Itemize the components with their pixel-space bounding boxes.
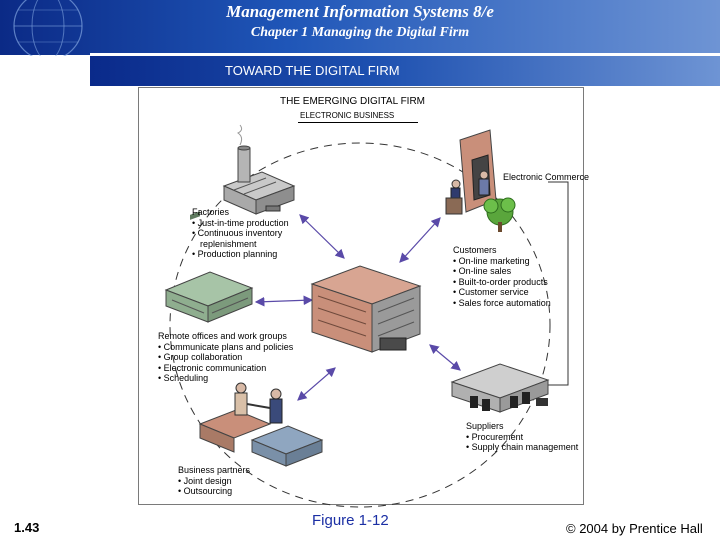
storefront-figure (445, 129, 516, 232)
customers-item: • Customer service (453, 287, 529, 298)
factories-heading: Factories (192, 207, 230, 217)
remote-offices-item: • Communicate plans and policies (158, 341, 294, 352)
headquarters-building (310, 265, 422, 353)
figure-caption: Figure 1-12 (312, 512, 389, 529)
link-remote-offices (254, 295, 314, 307)
suppliers-item: • Supply chain management (466, 442, 579, 453)
subtitle-underline (298, 122, 418, 123)
customers-label: Customers • On-line marketing • On-line … (453, 245, 551, 309)
factories-item: • Continuous inventory (192, 228, 283, 239)
remote-offices-heading: Remote offices and work groups (158, 331, 287, 341)
partners-item: • Joint design (178, 475, 232, 486)
business-partners-buildings (198, 382, 324, 467)
suppliers-heading: Suppliers (466, 421, 504, 431)
factory-building (222, 124, 296, 215)
partners-label: Business partners • Joint design • Outso… (178, 465, 250, 497)
slide-number: 1.43 (14, 520, 40, 535)
partners-heading: Business partners (178, 465, 251, 475)
suppliers-item: • Procurement (466, 431, 524, 442)
factories-label: Factories • Just-in-time production • Co… (192, 207, 289, 260)
link-partners (297, 367, 336, 401)
factories-item: • Production planning (192, 249, 278, 260)
customers-item: • On-line marketing (453, 255, 530, 266)
diagram-title: THE EMERGING DIGITAL FIRM (280, 96, 426, 107)
remote-offices-item: • Scheduling (158, 373, 209, 384)
electronic-business-ring (169, 142, 551, 508)
customers-item: • On-line sales (453, 266, 512, 277)
customers-item: • Built-to-order products (453, 276, 548, 287)
link-factories (299, 214, 345, 259)
customers-item: • Sales force automation (453, 297, 551, 308)
supplier-warehouse (450, 363, 550, 413)
customers-heading: Customers (453, 245, 497, 255)
header-divider (90, 53, 720, 55)
section-band (90, 56, 720, 86)
ecommerce-label: Electronic Commerce (503, 172, 590, 182)
factories-item: • Just-in-time production (192, 217, 289, 228)
suppliers-label: Suppliers • Procurement • Supply chain m… (466, 421, 578, 453)
remote-office-building (164, 211, 254, 323)
header-title: Management Information Systems 8/e (226, 2, 494, 21)
factories-item: replenishment (200, 238, 257, 249)
diagram-subtitle: ELECTRONIC BUSINESS (300, 111, 395, 120)
partners-item: • Outsourcing (178, 486, 233, 497)
ecommerce-bracket (548, 181, 569, 386)
copyright: © 2004 by Prentice Hall (566, 521, 703, 536)
link-customers (399, 217, 441, 263)
section-title: TOWARD THE DIGITAL FIRM (225, 63, 400, 78)
globe-icon (13, 0, 83, 56)
header-subtitle: Chapter 1 Managing the Digital Firm (250, 25, 470, 40)
remote-offices-item: • Group collaboration (158, 352, 243, 363)
link-suppliers (429, 344, 461, 371)
remote-offices-item: • Electronic communication (158, 362, 267, 373)
remote-offices-label: Remote offices and work groups • Communi… (158, 331, 293, 384)
header-bar (0, 0, 720, 55)
